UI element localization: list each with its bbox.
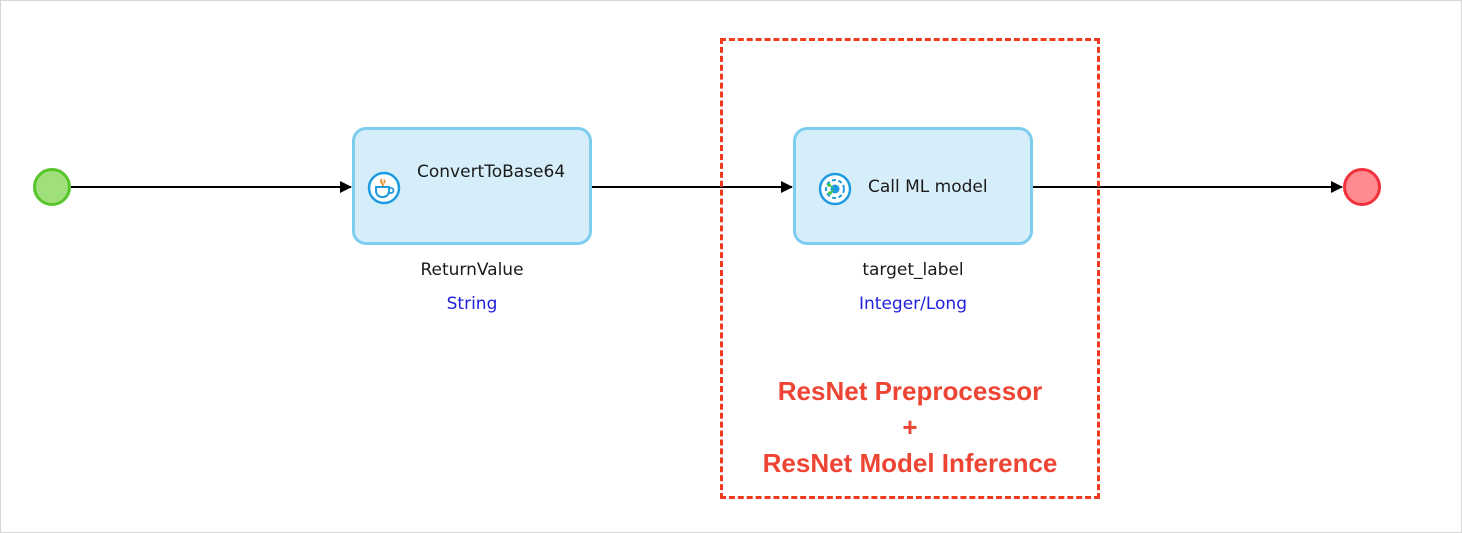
output-variable-type: Integer/Long: [858, 294, 968, 314]
output-variable-type: String: [446, 294, 498, 314]
ml-model-icon: [818, 172, 852, 206]
activity-call-ml-model[interactable]: Call ML model: [793, 127, 1033, 245]
highlight-box: [720, 38, 1100, 499]
annotation-text: ResNet Preprocessor + ResNet Model Infer…: [720, 373, 1100, 481]
activity-label: Call ML model: [868, 177, 988, 197]
annotation-line-3: ResNet Model Inference: [762, 448, 1058, 478]
start-event[interactable]: [33, 168, 71, 206]
annotation-line-1: ResNet Preprocessor: [777, 376, 1043, 406]
end-event[interactable]: [1343, 168, 1381, 206]
output-variable-name: target_label: [862, 260, 964, 280]
annotation-line-2: +: [902, 412, 918, 442]
activity-convert-to-base64[interactable]: ConvertToBase64: [352, 127, 592, 245]
java-action-icon: [367, 171, 401, 205]
activity-label: ConvertToBase64: [417, 162, 566, 182]
output-variable-name: ReturnValue: [420, 260, 524, 280]
